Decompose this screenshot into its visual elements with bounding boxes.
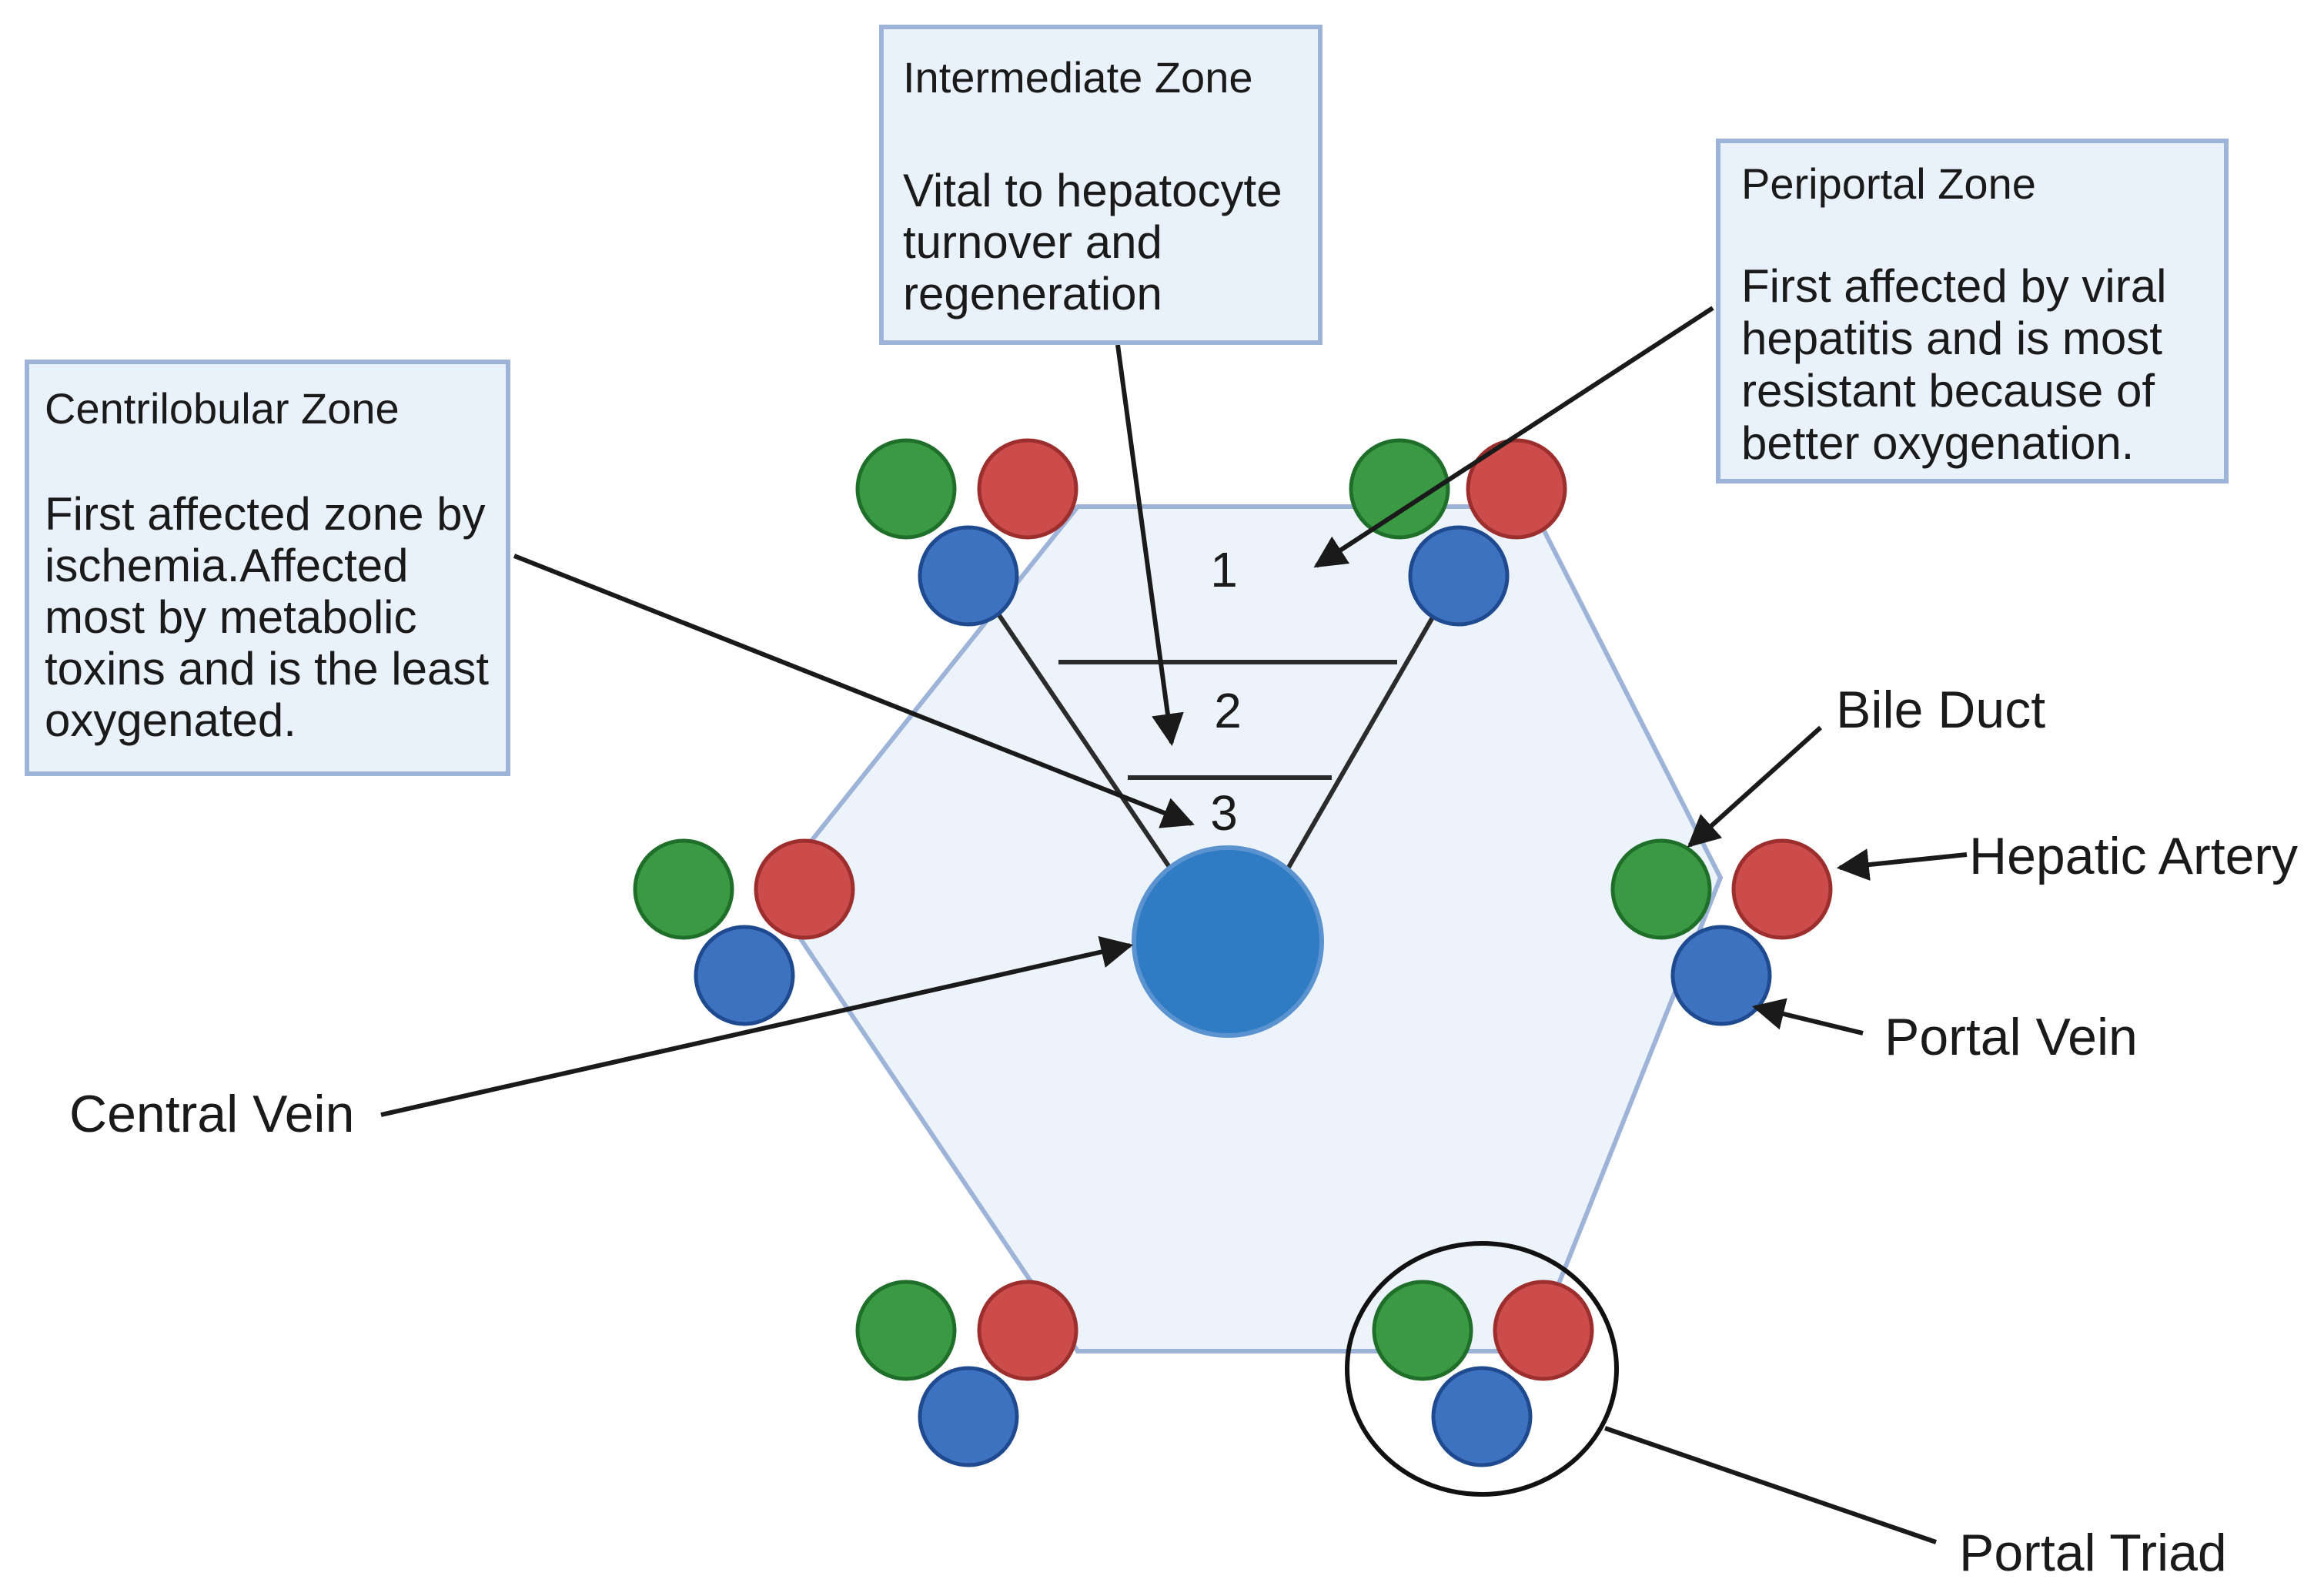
hepatic-artery-right — [1731, 838, 1833, 940]
bile-duct-arrow — [1687, 725, 1823, 848]
portal-triad-highlight-ring — [1345, 1241, 1619, 1497]
hepatic-artery-top-right — [1466, 438, 1567, 540]
centrilobular-zone-arrow — [513, 554, 1195, 828]
bile-duct-top-right — [1349, 438, 1450, 540]
portal-vein-arrow — [1751, 998, 1864, 1036]
centrilobular-zone-line-4: toxins and is the least — [45, 643, 489, 694]
portal-triad-bottom-right — [1372, 1280, 1594, 1467]
centrilobular-zone-line-3: most by metabolic — [45, 591, 417, 643]
portal-vein-top-left — [918, 525, 1019, 627]
portal-triad-left — [633, 838, 855, 1026]
intermediate-zone-line-1: Vital to hepatocyte — [903, 165, 1282, 216]
wedge-left-edge — [968, 570, 1176, 875]
intermediate-zone-title: Intermediate Zone — [903, 53, 1252, 102]
intermediate-zone-box: Intermediate Zone Vital to hepatocyte tu… — [879, 25, 1323, 345]
portal-vein-bottom-right — [1431, 1366, 1533, 1467]
wedge-right-edge — [1285, 570, 1461, 872]
periportal-zone-box: Periportal Zone First affected by viral … — [1716, 139, 2229, 483]
centrilobular-zone-line-2: ischemia.Affected — [45, 540, 408, 591]
periportal-zone-arrow — [1313, 306, 1714, 568]
bile-duct-top-left — [855, 438, 957, 540]
central-vein-arrow — [380, 935, 1134, 1117]
zone-number-3: 3 — [1210, 785, 1238, 841]
centrilobular-zone-box: Centrilobular Zone First affected zone b… — [25, 360, 510, 776]
portal-triads — [633, 438, 1833, 1467]
periportal-zone-line-4: better oxygenation. — [1741, 417, 2134, 469]
portal-triad-top-left — [855, 438, 1078, 627]
portal-triad-pointer — [1604, 1426, 1937, 1544]
zone-number-2: 2 — [1214, 683, 1242, 738]
periportal-zone-title: Periportal Zone — [1741, 159, 2036, 208]
centrilobular-zone-line-1: First affected zone by — [45, 488, 486, 540]
portal-triad-top-right — [1349, 438, 1567, 627]
hepatic-artery-top-left — [977, 438, 1078, 540]
portal-triad-bottom-left — [855, 1280, 1078, 1467]
intermediate-zone-arrow — [1115, 344, 1184, 747]
portal-vein-top-right — [1408, 525, 1510, 627]
portal-vein-left — [694, 925, 795, 1026]
central-vein-label: Central Vein — [69, 1085, 354, 1143]
hepatic-artery-left — [754, 838, 855, 940]
centrilobular-zone-title: Centrilobular Zone — [45, 384, 400, 433]
bile-duct-bottom-left — [855, 1280, 957, 1381]
hepatic-artery-bottom-right — [1493, 1280, 1594, 1381]
periportal-zone-line-1: First affected by viral — [1741, 260, 2166, 312]
portal-vein-right — [1670, 925, 1772, 1026]
zone-wedge — [968, 570, 1461, 875]
portal-vein-bottom-left — [918, 1366, 1019, 1467]
hepatic-artery-arrow — [1836, 848, 1968, 882]
periportal-zone-line-3: resistant because of — [1741, 365, 2155, 417]
intermediate-zone-line-2: turnover and — [903, 216, 1162, 268]
portal-triad-label: Portal Triad — [1959, 1524, 2227, 1582]
hepatic-artery-bottom-left — [977, 1280, 1078, 1381]
periportal-zone-line-2: hepatitis and is most — [1741, 313, 2162, 364]
bile-duct-right — [1610, 838, 1712, 940]
centrilobular-zone-line-5: oxygenated. — [45, 694, 296, 746]
portal-vein-label: Portal Vein — [1884, 1008, 2138, 1066]
bile-duct-left — [633, 838, 734, 940]
bile-duct-label: Bile Duct — [1836, 681, 2045, 739]
hepatic-artery-label: Hepatic Artery — [1969, 827, 2298, 885]
bile-duct-bottom-right — [1372, 1280, 1473, 1381]
central-vein — [1132, 845, 1324, 1038]
zone-number-1: 1 — [1210, 542, 1238, 597]
intermediate-zone-line-3: regeneration — [903, 268, 1162, 320]
portal-triad-right — [1610, 838, 1833, 1026]
